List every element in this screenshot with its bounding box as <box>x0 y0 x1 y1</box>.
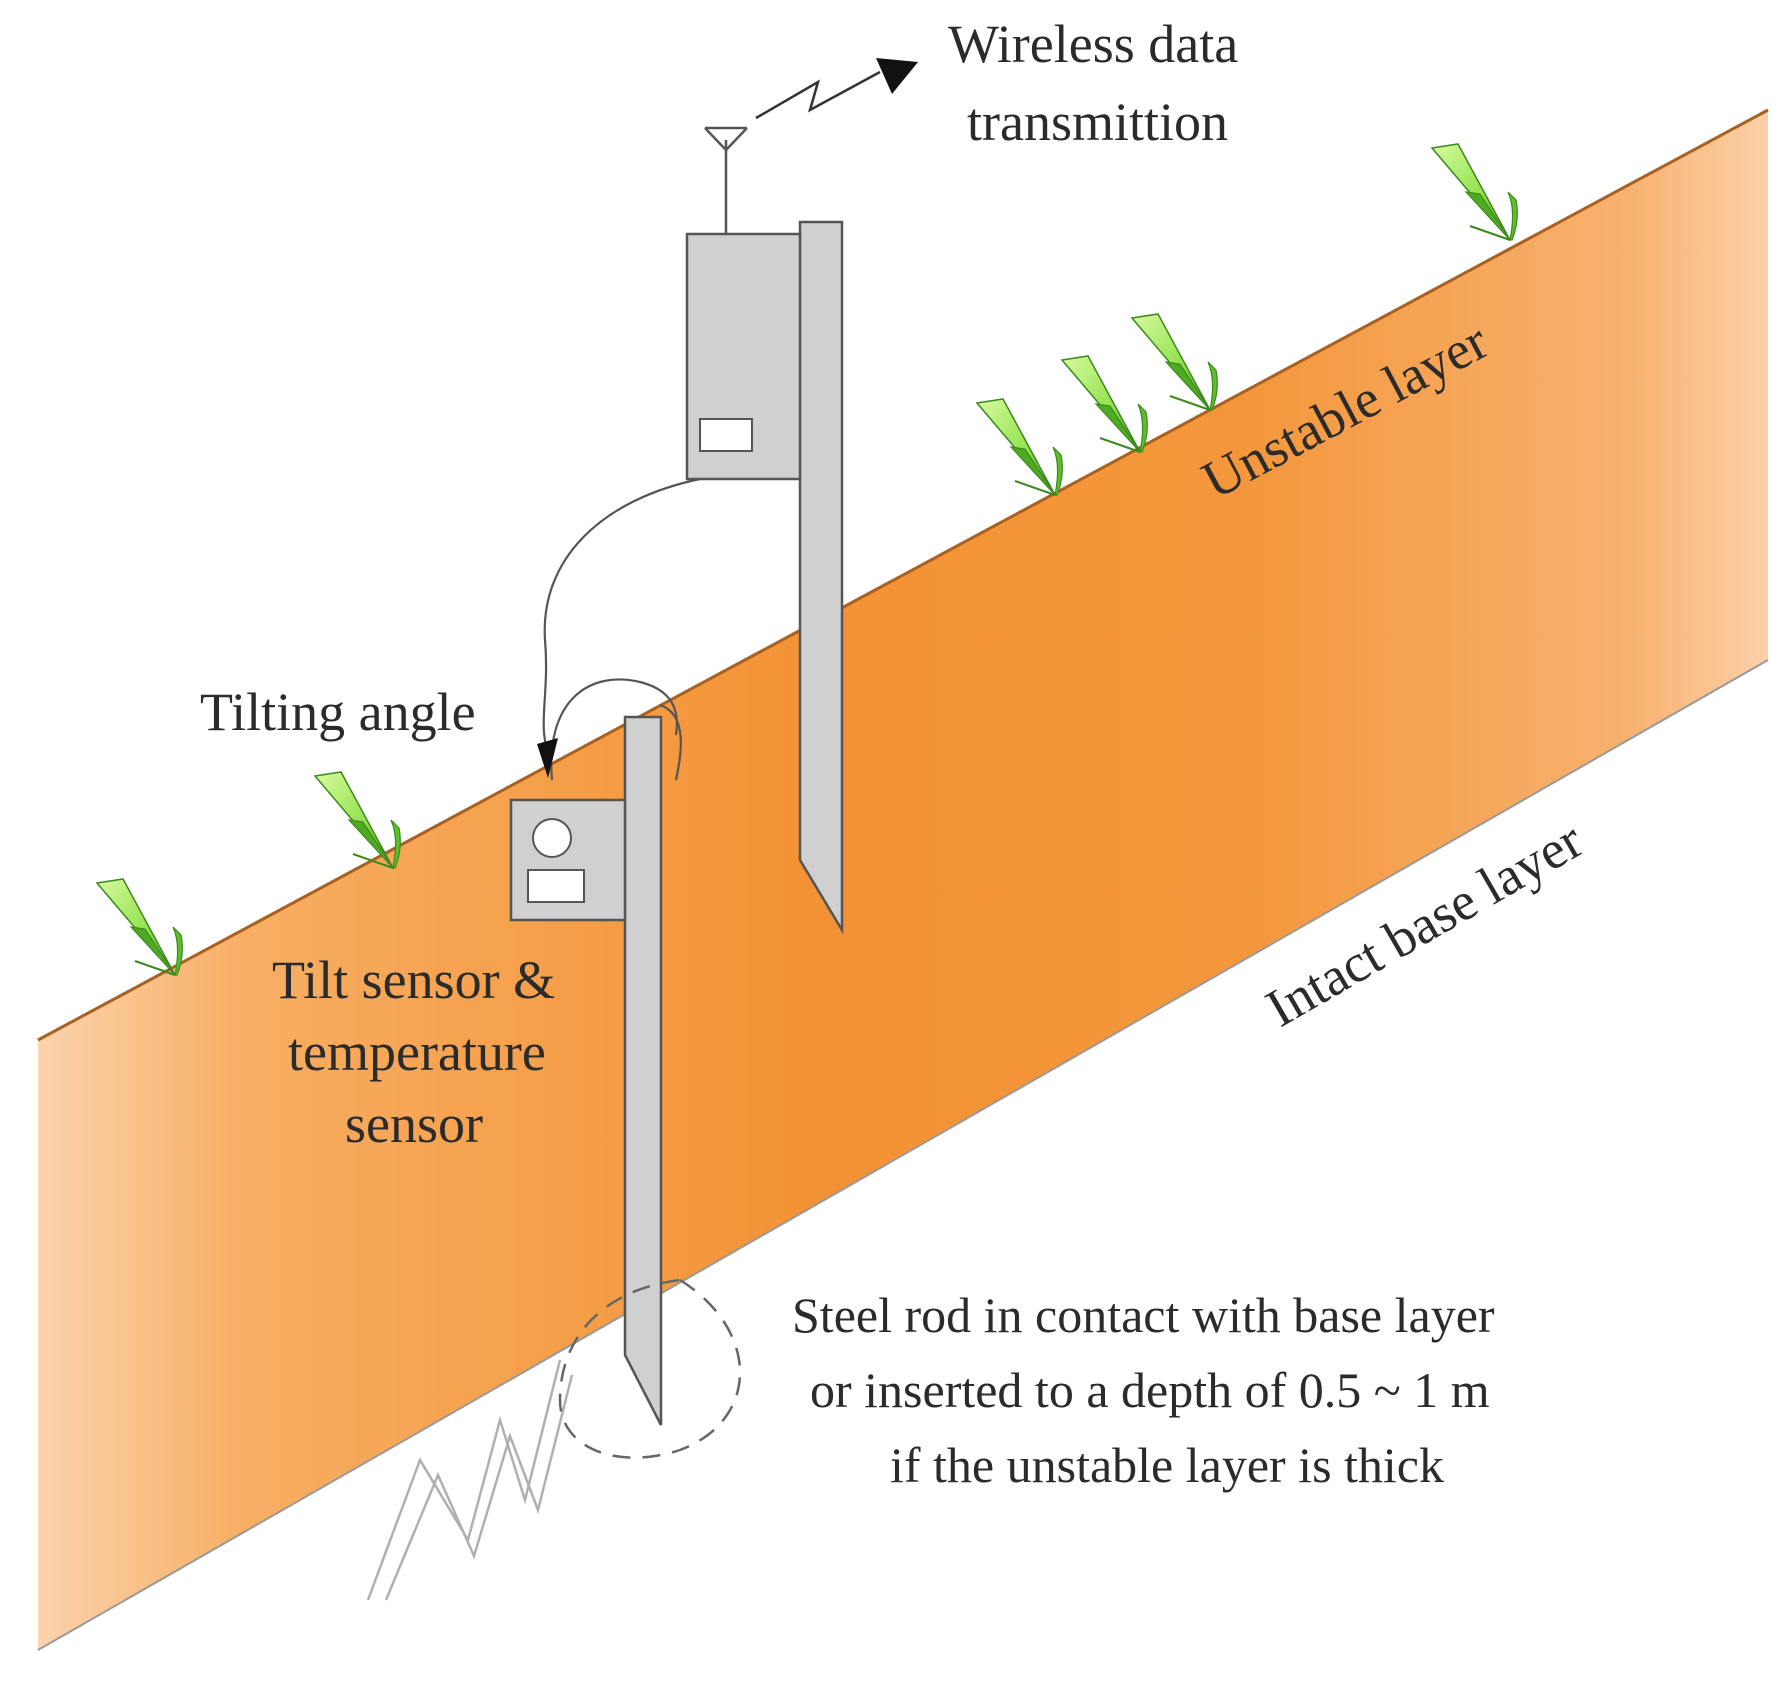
tilt-sensor-box <box>509 798 627 922</box>
base-layer-line <box>37 659 1769 1651</box>
tilting-angle-arc <box>659 703 682 781</box>
tilt-sensor-dial <box>532 818 572 858</box>
tilt-sensor-label-line3: sensor <box>345 1094 483 1154</box>
tilting-angle-arrowhead <box>537 738 558 778</box>
lightning-arrow-icon <box>755 58 918 120</box>
base-layer-cracks <box>366 1359 574 1601</box>
tilt-sensor-label-line1: Tilt sensor & <box>272 950 555 1010</box>
wireless-label-line2: transmittion <box>967 92 1228 152</box>
data-logger-display <box>699 418 753 452</box>
tilt-sensor-display <box>527 869 585 903</box>
antenna-icon <box>704 126 748 234</box>
sensor-cable <box>542 477 701 761</box>
tall-steel-rod <box>798 220 844 935</box>
ground-surface-line <box>37 108 1769 1042</box>
sensor-cable-loop <box>550 678 678 781</box>
wireless-label-line1: Wireless data <box>948 14 1238 74</box>
tilting-angle-label: Tilting angle <box>200 682 476 742</box>
contact-zone-dashed-circle <box>558 1278 742 1459</box>
steel-rod-label-line3: if the unstable layer is thick <box>890 1437 1444 1493</box>
unstable-soil-layer <box>38 110 1768 1650</box>
tilt-sensor-label-line2: temperature <box>288 1022 546 1082</box>
steel-rod-label-line2: or inserted to a depth of 0.5 ~ 1 m <box>810 1362 1490 1418</box>
short-steel-rod <box>623 715 663 1426</box>
steel-rod-label-line1: Steel rod in contact with base layer <box>792 1287 1495 1343</box>
